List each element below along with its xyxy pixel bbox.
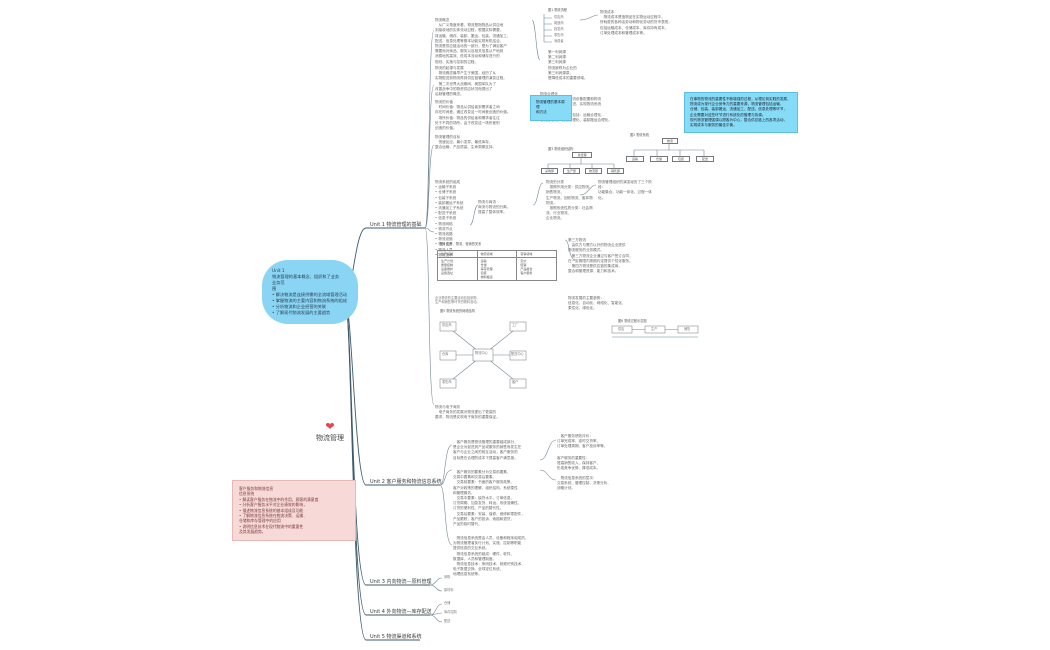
u1-text-trend: 物流发展的主要趋势： 信息化、自动化、网络化、智能化、 柔性化、绿色化。: [568, 296, 626, 311]
u1-small-note[interactable]: 物流管理的基本原理 和方法: [530, 95, 572, 121]
u1-text-origin: 物流的起源与发展 物流概念最早产生于美国，经历了从 实物配送到物流再到供应链管理…: [435, 66, 507, 97]
connector-root-u5: [344, 299, 367, 641]
u1-text-ecommerce: 物流与电子商务 电子商务的发展对物流提出了更高的 要求，物流是实现电子商务的重要…: [435, 405, 500, 420]
root-title: 物流管理: [316, 434, 344, 442]
fig5-center-label: 物流中心: [475, 351, 488, 355]
u2-text-info: 物流信息系统是由人员、设备和程序组成的， 为物流管理者执行计划、实施、控制等职能…: [453, 536, 529, 577]
fig2-root-box: 物流: [662, 138, 678, 144]
table-header-2: 物流领域: [476, 250, 518, 258]
fig2-item-1: 运输: [626, 156, 644, 162]
fig2-caption: 图2 物流系统: [630, 133, 649, 137]
u1-text-profit: 第一利润源 第二利润源 第三利润源 物流被称为企业的 第三利润源泉， 是降低成本…: [548, 50, 588, 81]
unit-label-5[interactable]: Unit 5 物流渠道和系统: [370, 634, 422, 640]
table-header-1: 生产领域: [437, 250, 478, 258]
u1-text-enterprise: 企业物流的主要活动包括采购、 生产和销售等环节的物料流动。: [435, 296, 480, 305]
fig3-dept-4: 销售部: [607, 168, 624, 174]
u1-text-concept: 物流概念 从广义角度来看，物流是指物品从供应地 到接收地的实体流动过程，根据实际…: [435, 18, 511, 64]
fig6-right: 销售: [684, 327, 691, 331]
u3-item-2[interactable]: 原材料: [444, 588, 454, 592]
u1-text-system: 物流系统的组成 • 运输子系统 • 仓储子系统 • 包装子系统 • 装卸搬运子系…: [435, 180, 464, 257]
fig2-item-2: 仓储: [650, 156, 668, 162]
table-cell-2: 运输 仓储 库存管理 包装 物料搬运: [476, 257, 518, 281]
unit-label-1[interactable]: Unit 1 物流管理的基础: [370, 222, 422, 228]
u1-text-types: 物流的分类 按照作用分类：供应物流、销售物流、 生产物流、回收物流、废弃物物流。…: [546, 180, 593, 221]
u2-text-perf: 客户服务绩效评价： 订单完成率、准时交货率、 订单处理周期、客户投诉率等。: [557, 434, 608, 449]
fig1-item-3: 批发商: [554, 27, 564, 31]
unit-label-2[interactable]: Unit 2 客户服务和物流信息系统: [370, 479, 442, 485]
fig5-node-1: 供应商: [442, 323, 452, 327]
fig3-diagram: [547, 158, 615, 168]
fig6-mid: 生产: [651, 327, 658, 331]
fig3-dept-3: 物流部: [585, 168, 602, 174]
u1-text-cost: 物流成本 物流成本是指物品在实物运动过程中， 所耗费的各种活劳动和物化劳动的货币…: [600, 10, 672, 35]
fig5-diagram: [439, 321, 527, 389]
fig5-node-2: 工厂: [512, 323, 519, 327]
fig2-item-3: 包装: [672, 156, 690, 162]
relationship-table: 生产领域 物流领域 营销领域 生产计划 质量控制 设备维护 设施选址 运输 仓储…: [437, 250, 557, 281]
unit-label-3[interactable]: Unit 3 内向物流—原料管理: [370, 579, 432, 585]
u2-text-import: 客户服务的重要性： 提高销售收入、保持客户、 形成竞争优势、降低成本。: [557, 456, 601, 471]
u4-item-1[interactable]: 仓储: [444, 601, 451, 605]
fig1-item-4: 零售商: [554, 33, 564, 37]
heart-icon: ❤: [325, 420, 335, 433]
fig2-item-4: 配送: [696, 156, 714, 162]
u1-text-commerce: 物流与商流 商流与物流的分离， 提高了整体效率。: [478, 200, 511, 215]
u1-text-org: 物流管理组织的演变经历了三个阶段： 功能集合、功能一体化、过程一体化。: [598, 180, 652, 200]
u2-text-level: 物流信息系统的层次： 交易系统、管理控制、决策分析、 战略计划。: [557, 476, 611, 491]
u4-item-3[interactable]: 配送: [444, 619, 451, 623]
fig1-item-2: 制造商: [554, 21, 564, 25]
fig5-caption: 图5 物流系统的网络结构: [440, 309, 475, 313]
table-cell-3: 定价 促销 产品组合 客户服务: [516, 257, 557, 281]
fig3-dept-2: 生产部: [563, 168, 580, 174]
unit1-summary-note[interactable]: Unit 1 物流管理的基本概念、组织和了业务 业务范 围 • 解决物流是连接供…: [262, 260, 358, 324]
u2-text-elements: 客户服务的要素分为交易前要素、 交易中要素和交易后要素。 交易前要素：书面的客户…: [453, 470, 525, 527]
fig3-caption: 图3 物流组织结构: [548, 147, 574, 151]
fig6-left: 供应: [618, 327, 625, 331]
fig2-diagram: [633, 144, 705, 156]
unit2-summary-note[interactable]: 客户服务和物流信息 信息系统 • 解读客户服务在物流中的作用，顾客的满意度 • …: [232, 480, 356, 541]
fig3-root-box: 总经理: [572, 152, 592, 158]
fig1-caption: 图1 物流流程: [548, 8, 567, 12]
root-node[interactable]: ❤ 物流管理: [305, 420, 355, 443]
fig5-node-6: 客户: [512, 380, 519, 384]
u1-text-value: 物流的价值 时间价值：物品从供给者到需求者之间 存在时间差，通过改变这一时间差创…: [435, 100, 511, 131]
fig1-item-5: 消费者: [554, 39, 564, 43]
u1-text-3pl: 第三方物流 由供方与需方以外的物流企业提供 物流服务的业务模式。 第三方物流企业…: [568, 238, 633, 274]
unit-label-4[interactable]: Unit 4 外向物流—库存配送: [370, 609, 432, 615]
u4-item-2[interactable]: 库存控制: [444, 610, 457, 614]
u2-text-service: 客户服务是物流管理的重要组成部分， 是企业为促进其产品或服务的销售而发生在 客户…: [453, 440, 522, 460]
table-caption: 图4 生产、物流、营销的关系: [440, 242, 482, 246]
fig6-caption: 图6 物流过程示意图: [618, 319, 647, 323]
u3-item-1[interactable]: 采购: [444, 575, 451, 579]
fig5-node-4: 配送中心: [511, 352, 524, 356]
table-header-3: 营销领域: [516, 250, 557, 258]
fig1-item-1: 供应商: [554, 15, 564, 19]
fig3-dept-1: 采购部: [541, 168, 558, 174]
table-cell-1: 生产计划 质量控制 设备维护 设施选址: [437, 257, 478, 281]
fig5-node-3: 仓库: [442, 352, 449, 356]
connector-root-u4: [344, 299, 367, 616]
fig1-diagram: [543, 14, 552, 43]
u1-text-goal: 物流管理的目标 快速反应、最小变异、最低库存、 整合运输、产品质量、生命周期支持…: [435, 135, 497, 150]
fig5-node-5: 零售商: [442, 380, 452, 384]
fig6-diagram: [611, 325, 699, 338]
u1-highlight-note[interactable]: 在事物的物流的重要性不断增强的过程，从理论到实践的发展， 物流成为现代企业竞争力…: [684, 92, 798, 134]
